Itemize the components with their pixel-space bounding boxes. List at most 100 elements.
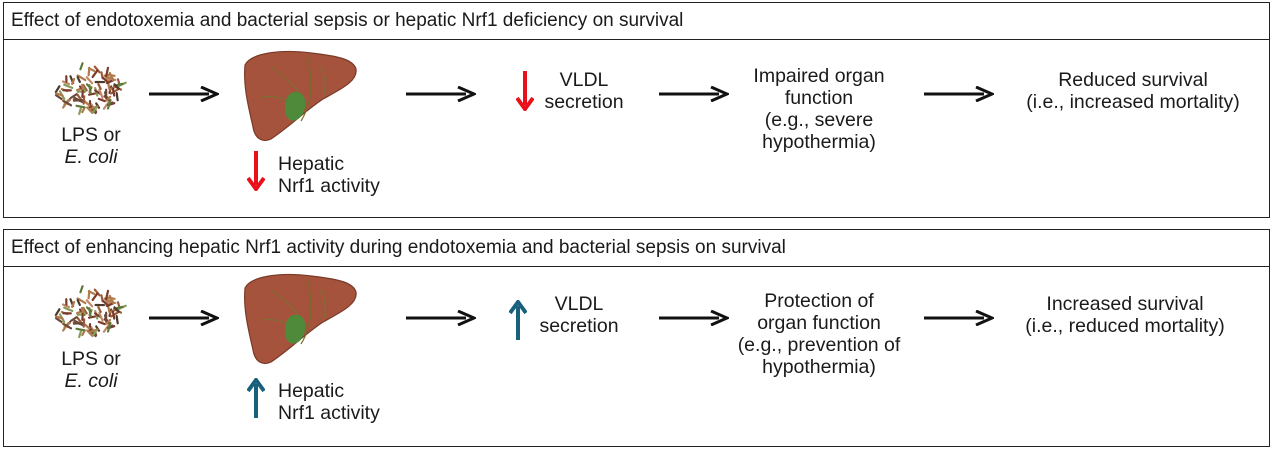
bacterium-rod — [82, 83, 88, 92]
bacterium-rod — [109, 88, 120, 95]
stimulus-label: LPS or E. coli — [61, 348, 121, 392]
bacterium-rod — [72, 98, 84, 102]
bacterium-rod — [106, 321, 112, 333]
bacterium-rod — [54, 317, 63, 324]
survival-label: Reduced survival (i.e., increased mortal… — [1026, 69, 1240, 113]
right-arrow-icon — [149, 86, 219, 102]
bacterium-rod — [108, 71, 115, 82]
bacterium-rod — [108, 294, 115, 305]
bacterium-rod — [82, 318, 86, 328]
bacterium-rod — [115, 305, 124, 310]
bacterium-rod — [62, 323, 73, 330]
right-arrow-icon — [149, 310, 219, 326]
bacterium-rod — [82, 306, 88, 315]
bacterium-rod — [82, 95, 86, 105]
bacterium-rod — [62, 100, 73, 107]
bacterium-rod — [86, 106, 94, 114]
bacterium-rod — [63, 83, 74, 89]
bacterium-rod — [87, 66, 91, 77]
bacterium-rod — [102, 324, 110, 333]
bacterium-rod — [88, 84, 92, 95]
bacterium-rod — [78, 330, 82, 339]
bacterium-rod — [85, 76, 94, 85]
down-arrow-icon — [516, 71, 534, 111]
bacterium-rod — [69, 316, 78, 322]
right-arrow-icon — [659, 310, 729, 326]
bacterium-rod — [85, 299, 94, 308]
bacterium-rod — [94, 312, 102, 318]
stimulus-label: LPS or E. coli — [61, 124, 121, 168]
liver-icon — [244, 50, 357, 142]
bacterium-rod — [105, 289, 110, 301]
bacterium-rod — [78, 107, 82, 116]
bacterium-rod — [102, 299, 109, 307]
bacterium-rod — [91, 69, 99, 79]
bacterium-rod — [89, 104, 97, 115]
liver-icon — [244, 273, 357, 365]
bacterium-rod — [97, 320, 106, 326]
panel-title: Effect of endotoxemia and bacterial seps… — [4, 3, 1269, 40]
bacterium-rod — [91, 329, 98, 337]
right-arrow-icon — [406, 310, 476, 326]
bacterium-rod — [105, 318, 112, 325]
bacterium-rod — [87, 289, 91, 300]
bacterium-rod — [111, 87, 116, 97]
bacterium-rod — [62, 99, 70, 109]
bacterium-rod — [76, 297, 87, 305]
bacterium-rod — [54, 92, 64, 97]
down-arrow-icon — [247, 151, 265, 191]
survival-label: Increased survival (i.e., reduced mortal… — [1025, 293, 1225, 337]
bacterium-rod — [75, 104, 86, 109]
bacterium-rod — [91, 106, 98, 114]
up-arrow-icon — [509, 300, 527, 340]
bacterium-rod — [70, 77, 76, 85]
bacterium-rod — [86, 329, 94, 337]
bacterium-rod — [63, 306, 74, 312]
bacterium-rod — [113, 306, 120, 313]
bacterium-rod — [75, 327, 86, 332]
bacterium-rod — [105, 95, 112, 102]
bacterium-rod — [70, 300, 76, 308]
right-arrow-icon — [924, 86, 994, 102]
bacteria-icon — [54, 62, 127, 116]
panel-enhancing-nrf1: Effect of enhancing hepatic Nrf1 activit… — [3, 229, 1270, 447]
bacterium-rod — [81, 306, 84, 315]
bacterium-rod — [61, 303, 71, 309]
bacterium-rod — [54, 315, 64, 320]
bacterium-rod — [76, 74, 87, 82]
right-arrow-icon — [659, 86, 729, 102]
vldl-label: VLDL secretion — [539, 293, 619, 337]
bacterium-rod — [109, 311, 120, 318]
bacterium-rod — [98, 88, 104, 99]
bacterium-rod — [61, 80, 71, 86]
bacterium-rod — [94, 89, 102, 95]
bacterium-rod — [89, 327, 97, 338]
bacterium-rod — [102, 76, 109, 84]
panel-title: Effect of enhancing hepatic Nrf1 activit… — [4, 230, 1269, 267]
bacterium-rod — [91, 292, 99, 302]
bacterium-rod — [97, 97, 106, 103]
bacterium-rod — [105, 66, 110, 78]
bacterium-rod — [54, 85, 61, 94]
bacterium-rod — [106, 98, 112, 110]
bacterium-rod — [115, 92, 119, 102]
bacterium-rod — [81, 83, 84, 92]
up-arrow-icon — [247, 378, 265, 418]
bacterium-rod — [97, 306, 102, 313]
bacterium-rod — [111, 310, 116, 320]
bacterium-rod — [79, 62, 84, 71]
bacterium-rod — [54, 94, 63, 101]
bacterium-rod — [88, 307, 92, 318]
bacterium-rod — [54, 308, 61, 317]
bacterium-rod — [115, 82, 124, 87]
bacterium-rod — [62, 322, 70, 332]
bacterium-rod — [79, 285, 84, 294]
panel-endotoxemia-deficiency: Effect of endotoxemia and bacterial seps… — [3, 2, 1270, 218]
bacterium-rod — [69, 93, 78, 99]
bacteria-icon — [54, 285, 127, 339]
bacterium-rod — [102, 101, 110, 110]
hepatic-label: Hepatic Nrf1 activity — [278, 380, 380, 424]
vldl-label: VLDL secretion — [544, 69, 624, 113]
bacterium-rod — [72, 321, 84, 325]
bacterium-rod — [76, 75, 81, 83]
